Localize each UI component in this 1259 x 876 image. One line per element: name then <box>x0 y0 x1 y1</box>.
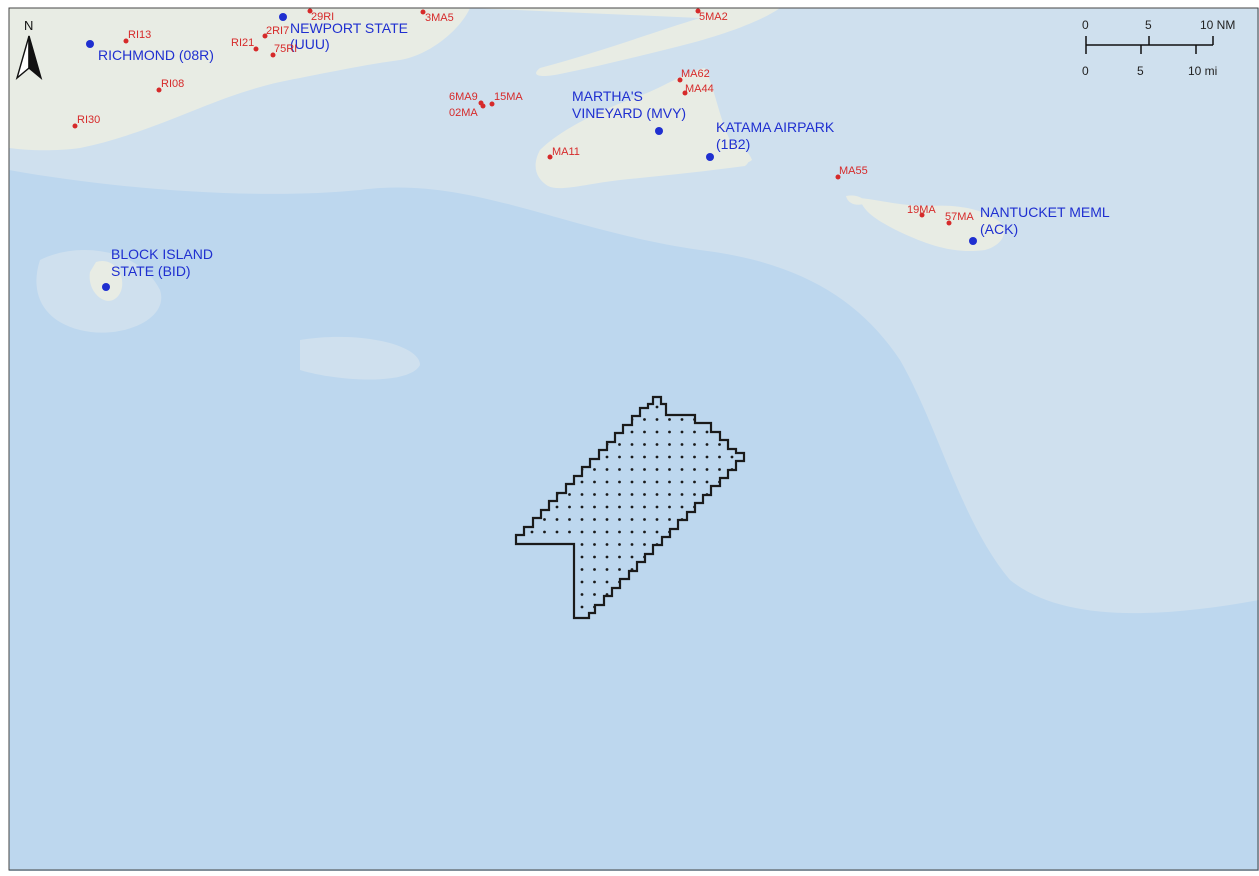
airport-label-29ri: 29RI <box>311 11 334 23</box>
airport-label-nantucket: NANTUCKET MEML(ACK) <box>980 204 1110 237</box>
map-border <box>8 7 1259 871</box>
elizabeth-islands <box>470 8 780 76</box>
airport-marker-katama[interactable] <box>706 153 714 161</box>
airport-label-19ma: 19MA <box>907 204 936 216</box>
north-arrow-label: N <box>24 18 33 33</box>
airport-label-15ma: 15MA <box>494 91 523 103</box>
airport-marker-ri30[interactable] <box>72 123 78 129</box>
airport-marker-ma55[interactable] <box>835 174 841 180</box>
airport-label-6ma9: 6MA9 <box>449 91 478 103</box>
wind-lease-area[interactable] <box>514 395 746 620</box>
north-arrow-icon-fill <box>28 35 43 80</box>
airport-label-richmond: RICHMOND (08R) <box>98 47 214 63</box>
airport-label-ri08: RI08 <box>161 78 184 90</box>
scale-nm-10: 10 NM <box>1200 18 1235 32</box>
airport-label-5ma2: 5MA2 <box>699 11 728 23</box>
airport-marker-ma11[interactable] <box>547 154 553 160</box>
airport-marker-57ma[interactable] <box>946 220 952 226</box>
airport-marker-3ma5[interactable] <box>420 9 426 15</box>
airport-label-ma55: MA55 <box>839 165 868 177</box>
mainland-rhode-island <box>9 8 470 151</box>
major-airports: RICHMOND (08R) NEWPORT STATE(UUU) MARTHA… <box>86 13 1110 291</box>
nantucket <box>860 198 1005 252</box>
airport-marker-nantucket[interactable] <box>969 237 977 245</box>
airport-marker-ri08[interactable] <box>156 87 162 93</box>
airport-label-katama: KATAMA AIRPARK(1B2) <box>716 119 835 152</box>
airport-label-newport: NEWPORT STATE(UUU) <box>290 20 408 52</box>
airport-label-2ri7: 2RI7 <box>266 25 289 37</box>
airport-label-ri30: RI30 <box>77 114 100 126</box>
block-island <box>89 260 123 301</box>
airport-marker-marthas-vineyard[interactable] <box>655 127 663 135</box>
airport-label-ri13: RI13 <box>128 29 151 41</box>
airport-label-75ri: 75RI <box>274 43 297 55</box>
airport-marker-2ri7[interactable] <box>262 33 268 39</box>
chappaquiddick <box>712 139 752 165</box>
airport-label-ma11: MA11 <box>552 146 580 158</box>
airport-marker-15ma[interactable] <box>489 101 495 107</box>
airport-marker-ma62[interactable] <box>677 77 683 83</box>
airport-marker-ri13[interactable] <box>123 38 129 44</box>
north-arrow: N <box>15 18 43 80</box>
marthas-vineyard <box>535 68 750 189</box>
airport-label-3ma5: 3MA5 <box>425 12 454 24</box>
airport-label-ri21: RI21 <box>231 37 254 49</box>
airport-marker-02ma[interactable] <box>480 103 486 109</box>
airport-marker-29ri[interactable] <box>307 8 313 14</box>
scale-mi-10: 10 mi <box>1188 64 1217 78</box>
airport-marker-block-island[interactable] <box>102 283 110 291</box>
airport-marker-5ma2[interactable] <box>695 8 701 14</box>
airport-marker-richmond[interactable] <box>86 40 94 48</box>
airport-label-ma62: MA62 <box>681 68 710 80</box>
airport-marker-ma44[interactable] <box>682 90 688 96</box>
scale-nm-5: 5 <box>1145 18 1152 32</box>
airport-label-ma44: MA44 <box>685 83 714 95</box>
land <box>9 8 1005 301</box>
scale-mi-5: 5 <box>1137 64 1144 78</box>
airport-marker-75ri[interactable] <box>270 52 276 58</box>
airport-marker-19ma[interactable] <box>919 212 925 218</box>
scale-mi-0: 0 <box>1082 64 1089 78</box>
airport-marker-ri21[interactable] <box>253 46 259 52</box>
airport-label-57ma: 57MA <box>945 211 974 223</box>
scale-nm-0: 0 <box>1082 18 1089 32</box>
minor-airports: RI13 RI08 RI30 RI21 2RI7 75RI 29RI 3MA5 … <box>72 8 974 226</box>
airport-marker-newport[interactable] <box>279 13 287 21</box>
airport-label-02ma: 02MA <box>449 107 478 119</box>
scale-bar: 0 5 10 NM 0 5 10 mi <box>1082 18 1235 78</box>
tuckernuck <box>846 195 865 205</box>
